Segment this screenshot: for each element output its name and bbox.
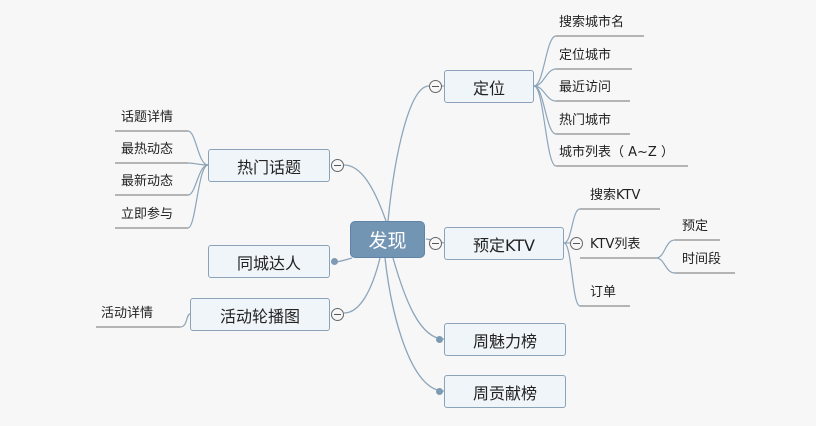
leaf-topics-1[interactable]: 话题详情 — [121, 110, 174, 125]
branch-location-label: 定位 — [472, 78, 505, 98]
leaf-ktv-search[interactable]: 搜索KTV — [590, 188, 641, 203]
collapse-icon-carousel[interactable] — [331, 308, 344, 321]
leaf-location-1[interactable]: 搜索城市名 — [559, 15, 625, 30]
branch-weekly-charm[interactable]: 周魅力榜 — [444, 323, 566, 356]
leaf-ktvlist-timeslot[interactable]: 时间段 — [682, 252, 722, 267]
branch-weekly-contribution[interactable]: 周贡献榜 — [444, 375, 566, 408]
connector-dot-icon — [436, 388, 443, 395]
connector-root-hot-topics — [343, 164, 387, 222]
branch-location[interactable]: 定位 — [444, 70, 534, 103]
leaf-location-2[interactable]: 定位城市 — [559, 48, 612, 63]
connector-root-weekly-contribution — [384, 257, 445, 392]
leaf-ktv-order[interactable]: 订单 — [590, 285, 617, 300]
connector-root-carousel — [343, 257, 381, 314]
connector-ktvlist-1 — [655, 239, 676, 259]
branch-local-experts-label: 同城达人 — [236, 253, 301, 273]
branch-carousel-label: 活动轮播图 — [219, 306, 300, 326]
collapse-icon-ktv[interactable] — [429, 237, 442, 250]
connector-topics-4 — [187, 164, 209, 229]
connector-location-1 — [533, 35, 557, 87]
leaf-location-5[interactable]: 城市列表（ A~Z ） — [559, 145, 674, 160]
branch-weekly-contribution-label: 周贡献榜 — [472, 383, 537, 403]
collapse-icon-hot-topics[interactable] — [331, 159, 344, 172]
branch-weekly-charm-label: 周魅力榜 — [472, 331, 537, 351]
leaf-ktvlist-book[interactable]: 预定 — [682, 219, 709, 234]
branch-hot-topics-label: 热门话题 — [236, 157, 301, 177]
connector-topics-1 — [187, 130, 209, 166]
leaf-location-4[interactable]: 热门城市 — [559, 113, 612, 128]
branch-local-experts[interactable]: 同城达人 — [208, 245, 330, 278]
connector-ktv-1 — [563, 208, 581, 244]
connector-carousel-1 — [179, 313, 191, 328]
connector-root-weekly-charm — [392, 257, 445, 340]
connector-ktv-3 — [563, 242, 581, 307]
leaf-carousel-1[interactable]: 活动详情 — [101, 306, 154, 321]
root-label: 发现 — [368, 230, 407, 252]
branch-hot-topics[interactable]: 热门话题 — [208, 149, 330, 182]
connector-root-local-experts — [335, 257, 353, 263]
connector-dot-icon — [436, 336, 443, 343]
collapse-icon-ktv-list[interactable] — [570, 237, 583, 250]
collapse-icon-location[interactable] — [429, 80, 442, 93]
branch-carousel[interactable]: 活动轮播图 — [190, 298, 330, 331]
leaf-location-3[interactable]: 最近访问 — [559, 80, 612, 95]
branch-ktv-label: 预定KTV — [473, 235, 535, 255]
connector-root-location — [387, 85, 444, 222]
connector-ktvlist-2 — [655, 257, 676, 274]
connector-dot-icon — [331, 258, 338, 265]
leaf-ktv-list[interactable]: KTV列表 — [590, 237, 641, 252]
root-node[interactable]: 发现 — [350, 221, 425, 258]
branch-ktv[interactable]: 预定KTV — [444, 227, 564, 260]
leaf-topics-3[interactable]: 最新动态 — [121, 174, 174, 189]
leaf-topics-2[interactable]: 最热动态 — [121, 142, 174, 157]
connector-location-2 — [533, 68, 557, 87]
connector-location-5 — [533, 85, 557, 167]
leaf-topics-4[interactable]: 立即参与 — [121, 207, 174, 222]
